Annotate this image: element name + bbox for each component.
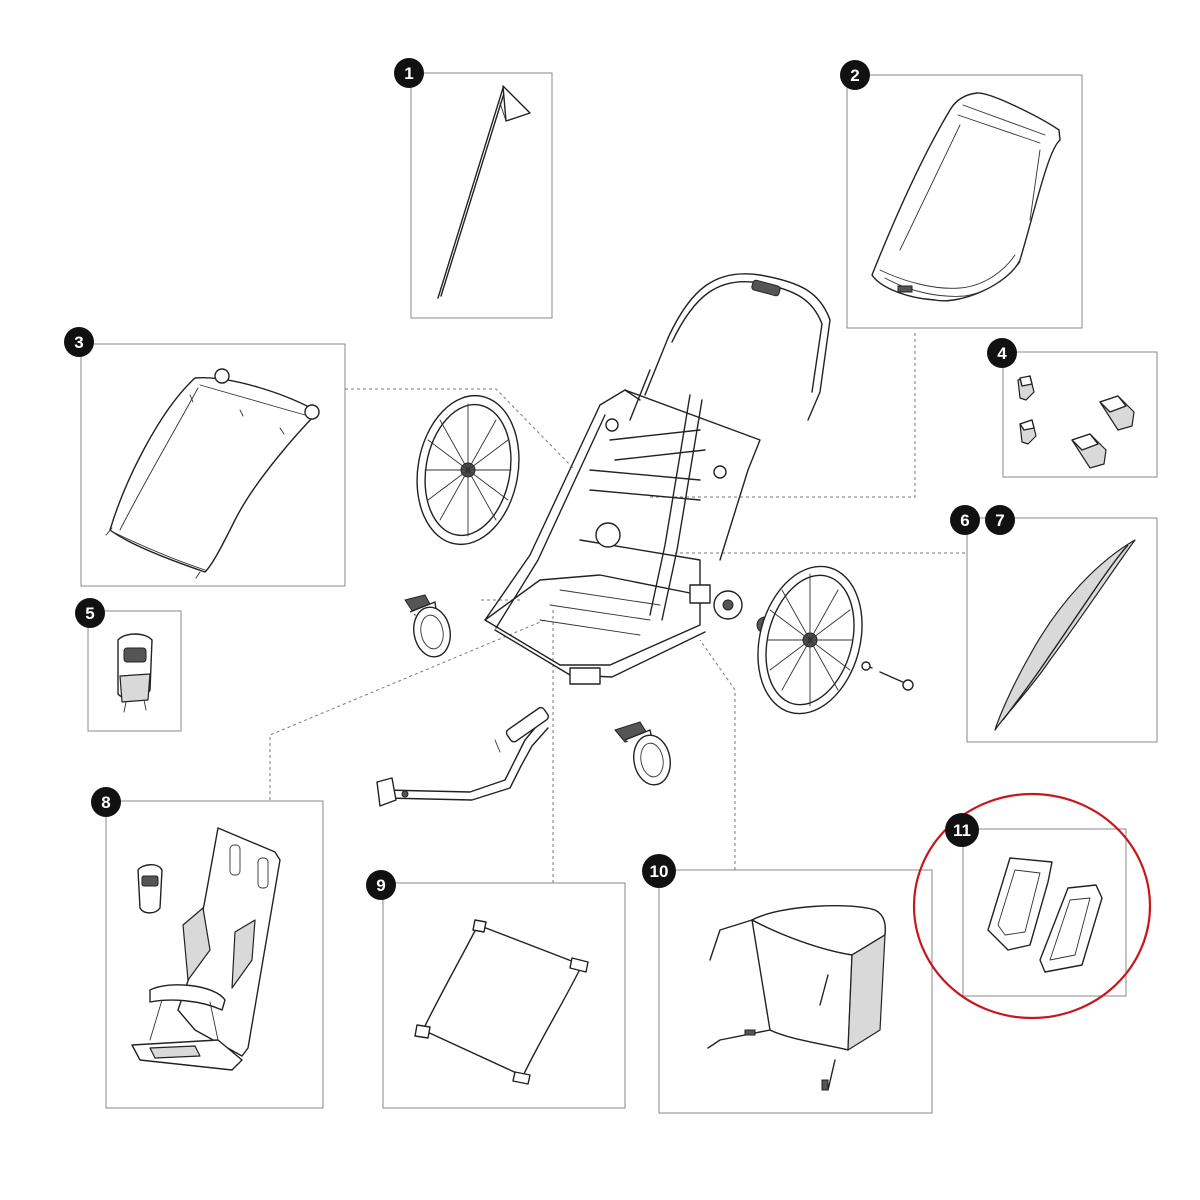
badge-5-label: 5 (85, 604, 94, 623)
badge-11-label: 11 (953, 821, 971, 840)
part-box-4[interactable] (1002, 351, 1158, 478)
storage-bag-illustration (707, 905, 886, 1091)
badge-1[interactable]: 1 (394, 58, 424, 88)
badge-9[interactable]: 9 (366, 870, 396, 900)
part-box-2[interactable] (846, 74, 1083, 329)
badge-10-label: 10 (650, 862, 669, 881)
badge-2-label: 2 (850, 66, 859, 85)
safety-flag-illustration (437, 85, 531, 299)
badge-4-label: 4 (997, 344, 1007, 363)
rear-cover-panel-illustration (871, 92, 1061, 302)
badge-11[interactable]: 11 (945, 813, 979, 847)
trailer-frame-illustration (484, 273, 831, 685)
part-box-1[interactable] (410, 72, 553, 319)
part-box-11[interactable] (962, 828, 1127, 997)
badge-8-label: 8 (101, 793, 110, 812)
front-wheel-right-illustration (614, 721, 671, 786)
part-box-6-7[interactable] (966, 517, 1158, 743)
tow-arm-illustration (376, 706, 549, 807)
badge-3[interactable]: 3 (64, 327, 94, 357)
badge-2[interactable]: 2 (840, 60, 870, 90)
badge-5[interactable]: 5 (75, 598, 105, 628)
part-box-8[interactable] (105, 800, 324, 1109)
clip-set-illustration (1017, 375, 1135, 469)
badge-10[interactable]: 10 (642, 854, 676, 888)
floor-fabric-illustration (414, 919, 589, 1085)
badge-8[interactable]: 8 (91, 787, 121, 817)
highlight-circle (912, 792, 1152, 1020)
badge-6-label: 6 (960, 511, 969, 530)
reflector-set-illustration (987, 857, 1103, 973)
badge-6[interactable]: 6 (950, 505, 980, 535)
part-box-3[interactable] (80, 343, 346, 587)
front-wheel-left-illustration (404, 594, 451, 658)
seat-with-harness-illustration (131, 827, 281, 1071)
buckle-illustration (117, 633, 153, 713)
canopy-cover-illustration (105, 368, 320, 579)
badge-1-label: 1 (404, 64, 413, 83)
left-wheel-illustration (416, 394, 520, 546)
right-wheel-illustration (757, 565, 914, 715)
badge-7[interactable]: 7 (985, 505, 1015, 535)
part-box-5[interactable] (87, 610, 182, 732)
badge-9-label: 9 (376, 876, 385, 895)
part-box-9[interactable] (382, 882, 626, 1109)
window-panel-illustration (994, 539, 1136, 731)
part-box-10[interactable] (658, 869, 933, 1114)
badge-7-label: 7 (995, 511, 1004, 530)
badge-4[interactable]: 4 (987, 338, 1017, 368)
badge-3-label: 3 (74, 333, 83, 352)
